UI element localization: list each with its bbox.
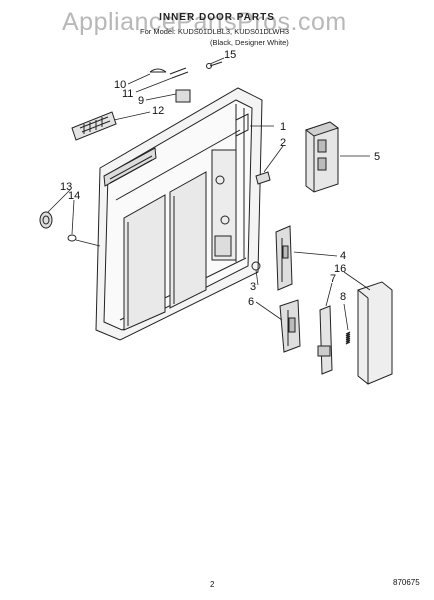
page-number: 2	[210, 580, 215, 589]
clip-part-2	[255, 171, 271, 185]
leader-lines	[47, 57, 371, 331]
diagram-code: 870675	[393, 578, 420, 587]
callout-9: 9	[138, 95, 144, 107]
model-subtitle: For Model: KUDS01DLBL3, KUDS01DLWH3	[140, 27, 290, 36]
callout-5: 5	[374, 151, 380, 163]
callout-4: 4	[340, 250, 346, 262]
callout-8: 8	[340, 291, 346, 303]
inner-door-panel	[95, 87, 263, 341]
callout-12: 12	[152, 105, 164, 117]
clip-parts-9-10-11	[149, 67, 191, 103]
callout-16: 16	[334, 263, 346, 275]
callout-6: 6	[248, 296, 254, 308]
diagram-title: INNER DOOR PARTS	[159, 12, 275, 23]
callout-14: 14	[68, 190, 80, 202]
latch-part-6	[279, 299, 301, 353]
callout-2: 2	[280, 137, 286, 149]
callout-labels: 1 2 3 4 5 6 7 8 9 10 11 12 13 14 15 16	[60, 49, 380, 308]
cover-part-16	[357, 281, 393, 385]
knob-part-13	[39, 211, 53, 229]
callout-1: 1	[280, 121, 286, 133]
screw-part-15	[206, 61, 223, 69]
spring-part-8	[345, 331, 351, 345]
callout-10: 10	[114, 79, 126, 91]
switch-part-5	[304, 121, 340, 193]
callout-7: 7	[330, 273, 336, 285]
watermark: AppliancePartsPros.com	[62, 8, 347, 36]
washer-part-14	[67, 234, 77, 242]
callout-11: 11	[122, 88, 133, 100]
color-subtitle: (Black, Designer White)	[210, 38, 289, 47]
callout-13: 13	[60, 181, 72, 193]
callout-15: 15	[224, 49, 236, 61]
callout-3: 3	[250, 281, 256, 293]
latch-part-7	[317, 305, 333, 375]
vent-part-12	[71, 111, 117, 141]
latch-part-4	[275, 225, 293, 291]
